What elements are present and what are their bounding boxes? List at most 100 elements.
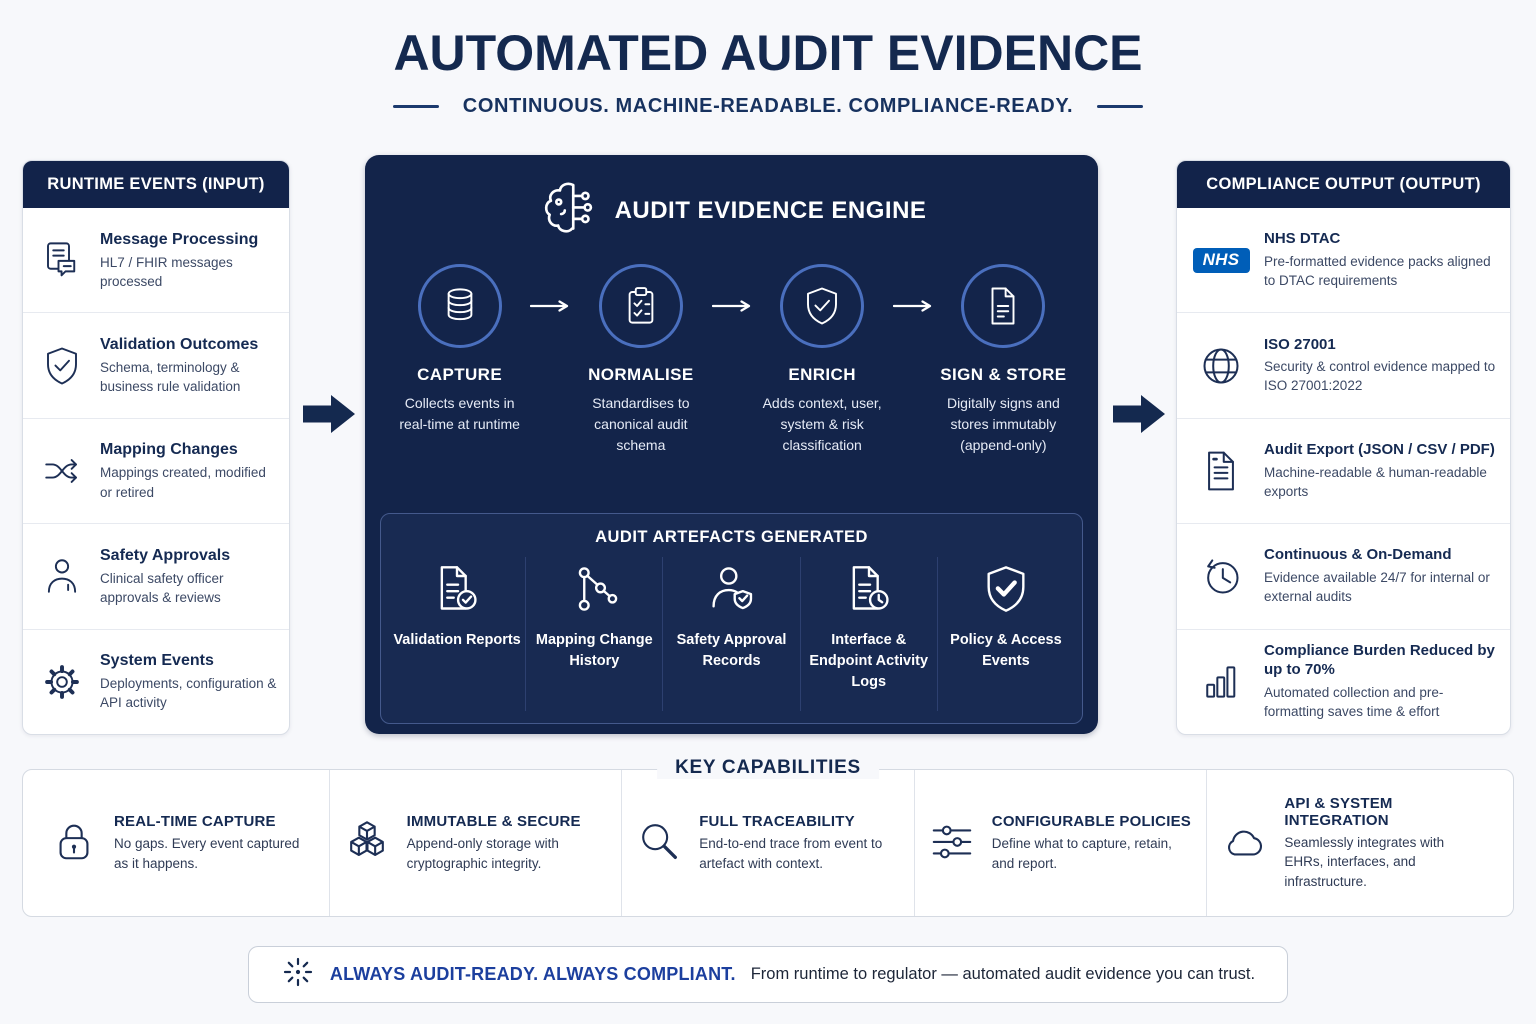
row-text: ISO 27001 Security & control evidence ma… — [1264, 336, 1500, 396]
message-icon — [37, 239, 87, 281]
sliders-icon — [929, 818, 975, 869]
engine-header: AUDIT EVIDENCE ENGINE — [365, 155, 1098, 242]
shield-check-icon — [980, 563, 1032, 620]
row-desc: Automated collection and pre-formatting … — [1264, 684, 1444, 720]
brain-circuit-icon — [537, 179, 595, 242]
capability-configurable-policies: CONFIGURABLE POLICIES Define what to cap… — [913, 770, 1207, 916]
output-item-nhs-dtac: NHS NHS DTAC Pre-formatted evidence pack… — [1177, 208, 1510, 312]
capabilities-row: REAL-TIME CAPTURE No gaps. Every event c… — [23, 770, 1513, 916]
cubes-icon — [344, 818, 390, 869]
output-panel-header: COMPLIANCE OUTPUT (OUTPUT) — [1177, 161, 1510, 208]
globe-icon — [1191, 344, 1251, 388]
input-panel: RUNTIME EVENTS (INPUT) Message Processin… — [22, 160, 290, 735]
shuffle-icon — [37, 450, 87, 492]
capability-immutable-secure: IMMUTABLE & SECURE Append-only storage w… — [328, 770, 622, 916]
lock-icon — [51, 818, 97, 869]
output-panel: COMPLIANCE OUTPUT (OUTPUT) NHS NHS DTAC … — [1176, 160, 1511, 735]
input-panel-rows: Message Processing HL7 / FHIR messages p… — [23, 208, 289, 734]
artefact-label: Mapping Change History — [535, 632, 653, 670]
row-title: System Events — [100, 652, 214, 670]
cap-title: CONFIGURABLE POLICIES — [991, 812, 1191, 830]
gear-icon — [37, 661, 87, 703]
row-text: Message Processing HL7 / FHIR messages p… — [100, 230, 279, 291]
input-item-mapping-changes: Mapping Changes Mappings created, modifi… — [23, 417, 289, 523]
row-title: Audit Export (JSON / CSV / PDF) — [1264, 440, 1495, 458]
row-text: Compliance Burden Reduced by up to 70% A… — [1264, 642, 1500, 721]
step-arrow-icon — [711, 298, 752, 319]
subtitle-dash-left — [392, 105, 439, 108]
row-title: Compliance Burden Reduced by up to 70% — [1264, 642, 1495, 679]
header: AUTOMATED AUDIT EVIDENCE CONTINUOUS. MAC… — [0, 24, 1536, 118]
row-desc: Security & control evidence mapped to IS… — [1264, 359, 1496, 394]
artefact-validation-reports: Validation Reports — [389, 557, 525, 711]
step-arrow-icon — [892, 298, 933, 319]
step-desc: Standardises to canonical audit schema — [592, 395, 690, 453]
row-title: Message Processing — [100, 230, 259, 248]
engine-title: AUDIT EVIDENCE ENGINE — [614, 196, 927, 224]
input-item-message-processing: Message Processing HL7 / FHIR messages p… — [23, 208, 289, 312]
subtitle-text: CONTINUOUS. MACHINE-READABLE. COMPLIANCE… — [462, 95, 1074, 117]
input-item-system-events: System Events Deployments, configuration… — [23, 628, 289, 734]
footer-text: From runtime to regulator — automated au… — [750, 965, 1256, 983]
cap-title: REAL-TIME CAPTURE — [114, 812, 276, 830]
cap-title: FULL TRACEABILITY — [699, 812, 855, 830]
engine-panel: AUDIT EVIDENCE ENGINE CAPTURE Collects e… — [365, 155, 1098, 734]
artefact-interface-endpoint-logs: Interface & Endpoint Activity Logs — [799, 557, 937, 711]
step-name: SIGN & STORE — [940, 365, 1067, 384]
row-desc: Mappings created, modified or retired — [100, 465, 266, 500]
artefact-policy-access-events: Policy & Access Events — [936, 557, 1074, 711]
engine-steps: CAPTURE Collects events in real-time at … — [365, 242, 1098, 456]
database-icon — [417, 264, 502, 348]
step-name: CAPTURE — [417, 365, 503, 384]
capability-real-time-capture: REAL-TIME CAPTURE No gaps. Every event c… — [37, 770, 329, 916]
cap-text: CONFIGURABLE POLICIES Define what to cap… — [992, 813, 1193, 873]
output-item-continuous-on-demand: Continuous & On-Demand Evidence availabl… — [1177, 523, 1510, 628]
artefact-label: Interface & Endpoint Activity Logs — [809, 632, 929, 691]
output-panel-rows: NHS NHS DTAC Pre-formatted evidence pack… — [1177, 208, 1510, 734]
row-desc: Pre-formatted evidence packs aligned to … — [1264, 253, 1491, 289]
artefact-mapping-change-history: Mapping Change History — [525, 557, 662, 711]
row-text: Continuous & On-Demand Evidence availabl… — [1264, 546, 1500, 606]
row-desc: Evidence available 24/7 for internal or … — [1264, 570, 1490, 605]
document-check-icon — [431, 563, 483, 620]
capability-full-traceability: FULL TRACEABILITY End-to-end trace from … — [621, 770, 914, 916]
row-title: Continuous & On-Demand — [1264, 546, 1452, 564]
step-desc: Collects events in real-time at runtime — [399, 395, 520, 432]
cap-text: IMMUTABLE & SECURE Append-only storage w… — [407, 813, 608, 873]
engine-to-output-arrow — [1113, 391, 1165, 437]
row-title: Validation Outcomes — [100, 335, 259, 353]
step-desc: Digitally signs and stores immutably (ap… — [946, 395, 1060, 453]
row-desc: Deployments, configuration & API activit… — [100, 676, 277, 711]
cap-title: API & SYSTEM INTEGRATION — [1284, 794, 1393, 829]
output-item-iso-27001: ISO 27001 Security & control evidence ma… — [1177, 312, 1510, 417]
cap-desc: End-to-end trace from event to artefact … — [699, 835, 883, 871]
cap-text: REAL-TIME CAPTURE No gaps. Every event c… — [114, 813, 315, 873]
cap-desc: No gaps. Every event captured as it happ… — [114, 835, 300, 871]
row-text: Audit Export (JSON / CSV / PDF) Machine-… — [1264, 441, 1500, 501]
input-item-validation-outcomes: Validation Outcomes Schema, terminology … — [23, 312, 289, 417]
output-item-audit-export: Audit Export (JSON / CSV / PDF) Machine-… — [1177, 417, 1510, 523]
artefacts-row: Validation Reports — [389, 557, 1074, 711]
nhs-logo-text: NHS — [1192, 247, 1250, 273]
document-lines-icon — [1191, 449, 1251, 493]
input-to-engine-arrow — [303, 391, 355, 437]
artefact-safety-approval-records: Safety Approval Records — [662, 557, 799, 711]
cap-desc: Seamlessly integrates with EHRs, interfa… — [1284, 834, 1445, 889]
document-icon — [961, 264, 1046, 348]
row-desc: Machine-readable & human-readable export… — [1264, 464, 1487, 499]
row-text: System Events Deployments, configuration… — [100, 651, 279, 712]
cap-text: API & SYSTEM INTEGRATION Seamlessly inte… — [1284, 795, 1485, 892]
cap-text: FULL TRACEABILITY End-to-end trace from … — [699, 813, 900, 873]
subtitle: CONTINUOUS. MACHINE-READABLE. COMPLIANCE… — [0, 95, 1536, 118]
spark-icon — [281, 955, 315, 994]
shield-check-icon — [37, 345, 87, 387]
artefacts-box: AUDIT ARTEFACTS GENERATED Validation Rep… — [380, 513, 1083, 724]
step-capture: CAPTURE Collects events in real-time at … — [389, 264, 530, 435]
output-item-compliance-burden: Compliance Burden Reduced by up to 70% A… — [1177, 628, 1510, 734]
network-icon — [568, 563, 620, 620]
step-normalise: NORMALISE Standardises to canonical audi… — [570, 264, 711, 456]
step-sign-store: SIGN & STORE Digitally signs and stores … — [933, 264, 1074, 456]
capabilities-panel: KEY CAPABILITIES REAL-TIME CAPTURE No ga… — [22, 757, 1514, 917]
footer-bold-text: ALWAYS AUDIT-READY. ALWAYS COMPLIANT. — [329, 964, 736, 984]
row-text: Safety Approvals Clinical safety officer… — [100, 546, 279, 607]
